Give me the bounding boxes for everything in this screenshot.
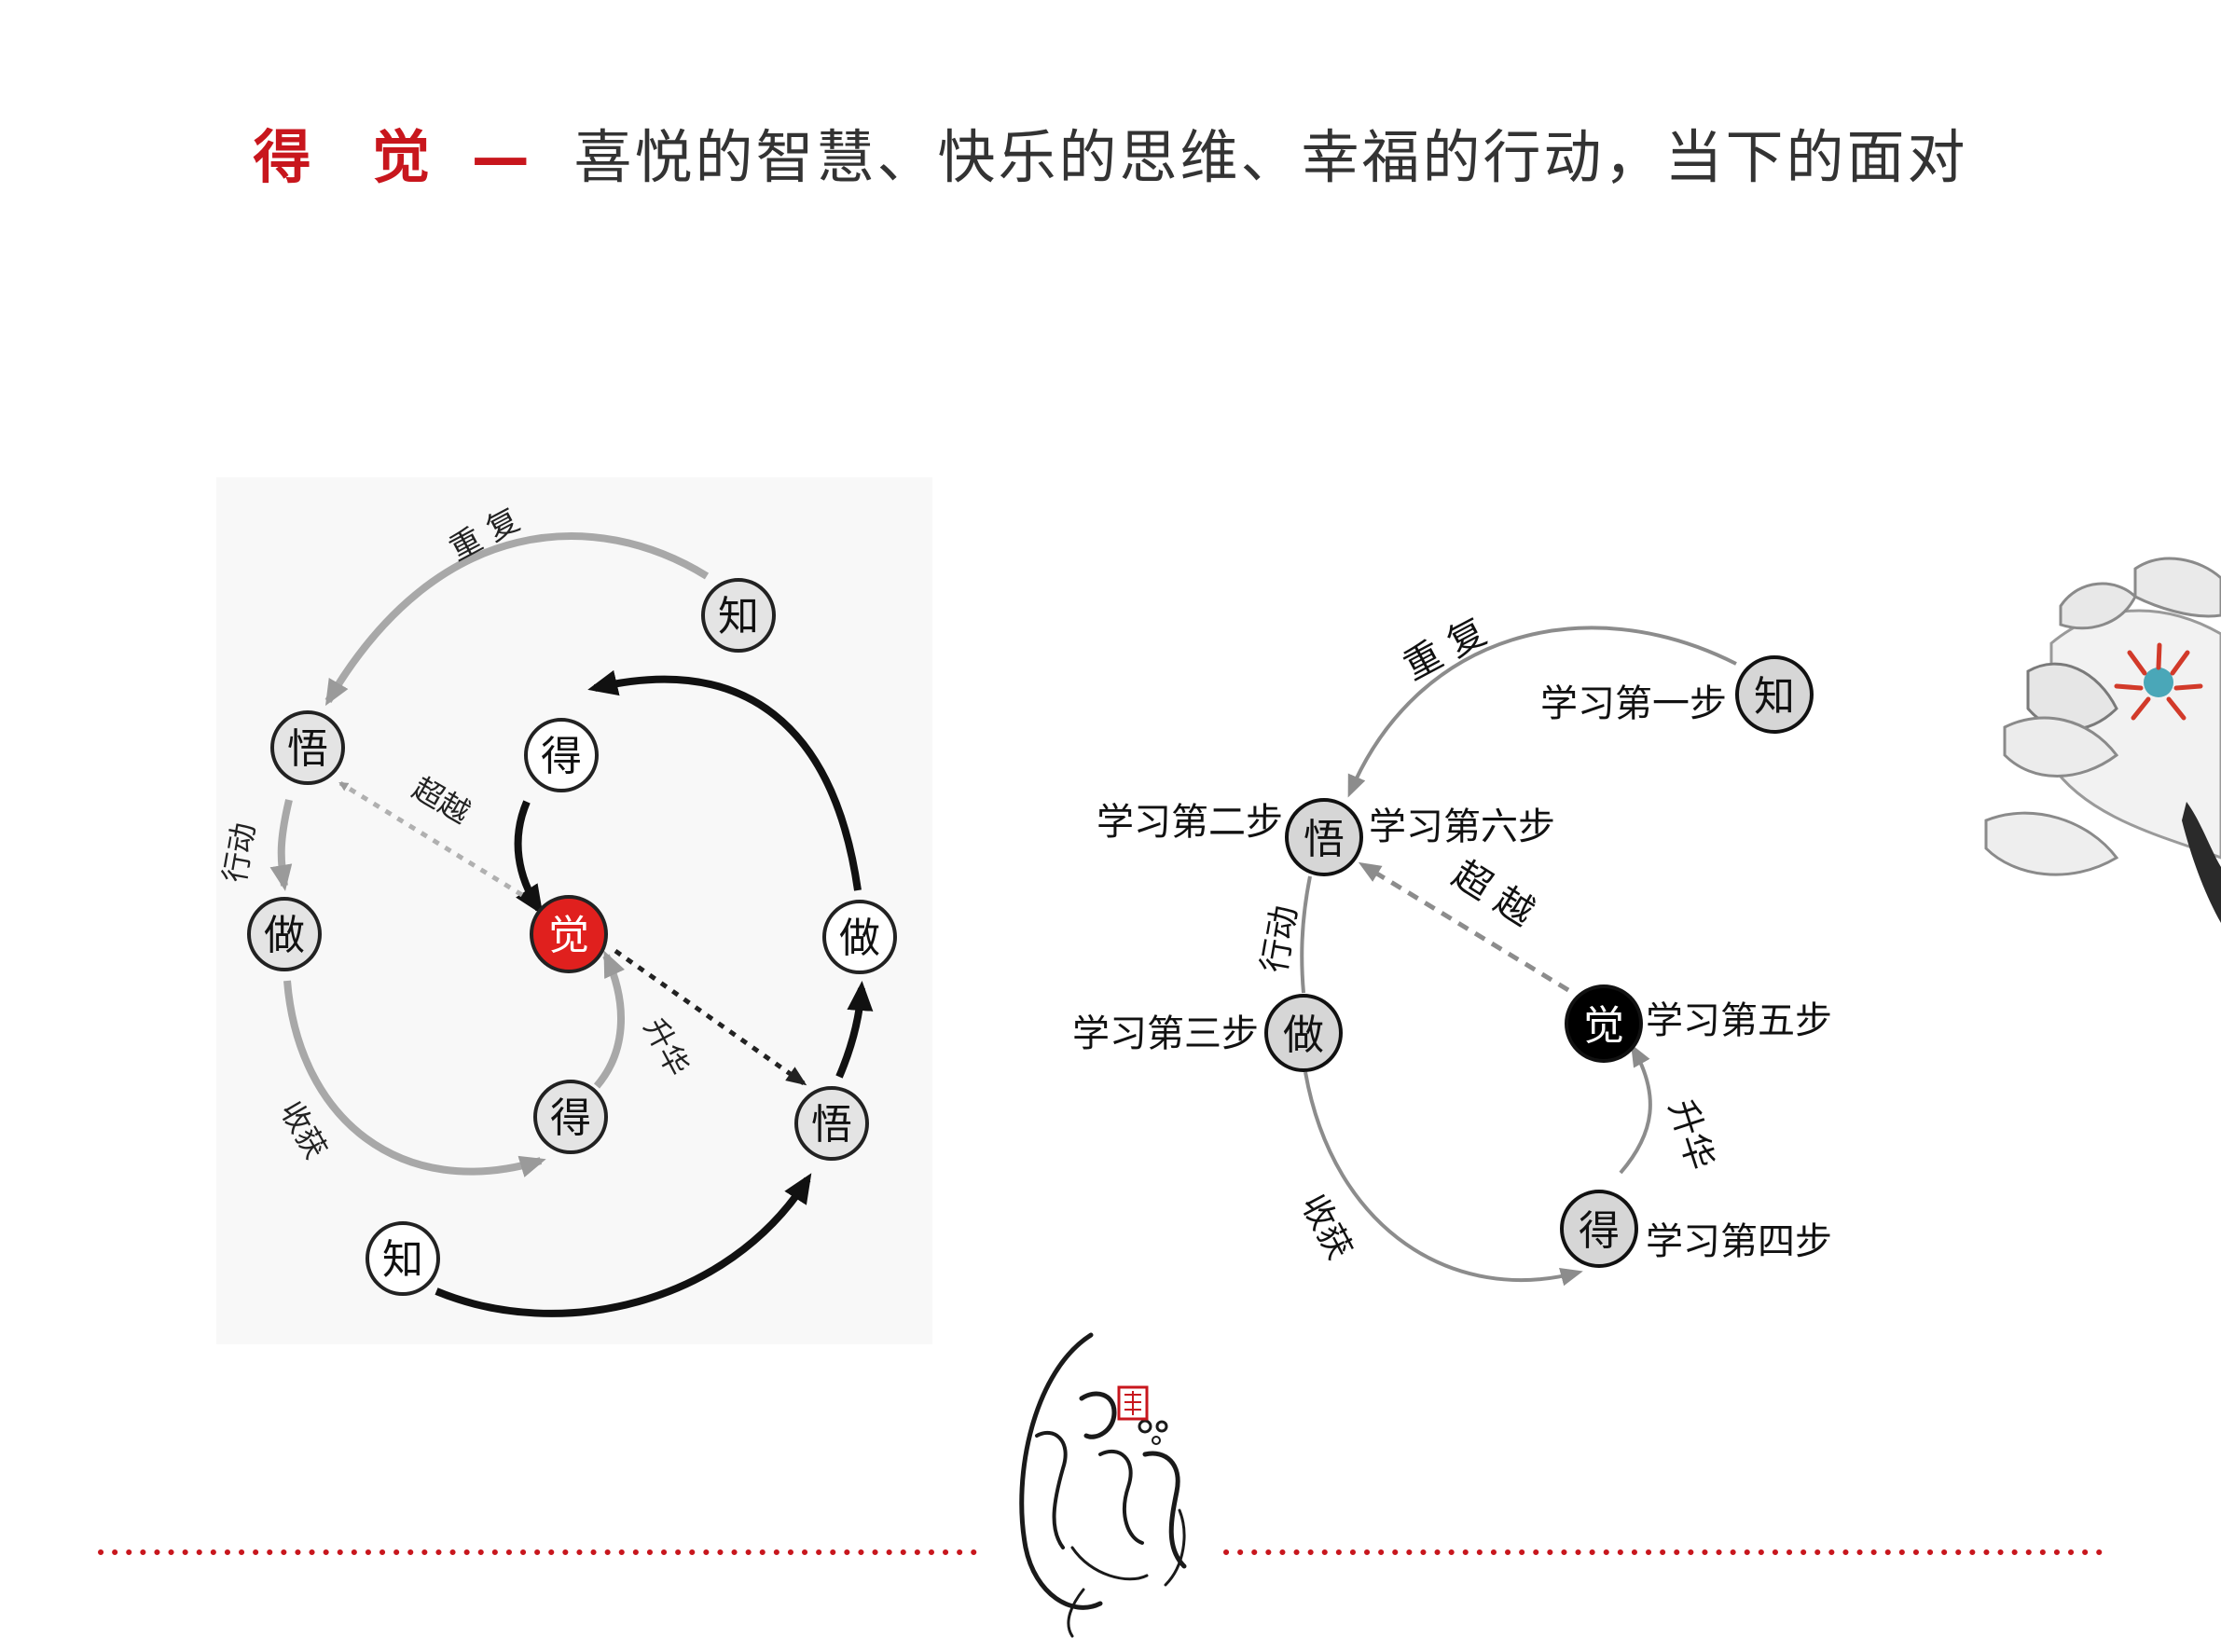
svg-text:得: 得 [1579,1207,1620,1255]
left-node-wu-left: 悟 [270,710,345,785]
right-arc-action [1300,875,1312,994]
right-cycle-diagram: 知 悟 做 觉 得 学习第一步 学习第二步 学习第六步 学习第三步 学习第五步 … [1072,611,1832,1287]
right-step2-label: 学习第二步 [1097,801,1283,844]
svg-text:觉: 觉 [1583,1002,1624,1050]
svg-text:悟: 悟 [811,1101,852,1149]
right-label-reap: 收获 [1293,1189,1359,1266]
left-arc-bottom-know-to-wu [435,1173,812,1317]
right-label-repeat: 重 复 [1397,611,1493,689]
left-label-repeat: 重 复 [443,502,525,569]
left-cycle-diagram: 知 悟 做 得 觉 做 得 悟 [216,502,897,1317]
left-arc-action [269,799,293,891]
right-step5-label: 学习第五步 [1646,999,1832,1042]
svg-text:做: 做 [839,915,880,962]
svg-text:做: 做 [1283,1012,1324,1059]
left-dotted-sublimate [614,948,807,1086]
left-label-transcend: 超越 [407,770,476,831]
right-label-action: 行动 [1255,903,1304,976]
left-node-know-top: 知 [701,578,776,653]
svg-text:得: 得 [541,733,582,780]
left-node-de-inner: 得 [533,1080,608,1154]
right-arc-repeat [1347,626,1737,798]
left-node-know-bottom: 知 [366,1221,440,1296]
right-node-know: 知 [1735,655,1814,734]
right-step4-label: 学习第四步 [1646,1220,1832,1263]
svg-text:知: 知 [382,1236,423,1284]
title-dash: — [471,123,532,191]
svg-text:得: 得 [550,1094,591,1142]
left-label-sublimate: 升华 [637,1012,697,1081]
left-node-wu-right: 悟 [794,1086,869,1161]
right-label-sublimate: 升华 [1661,1094,1721,1175]
svg-text:悟: 悟 [1304,816,1345,863]
red-seal-marks [1124,1391,1141,1415]
svg-text:做: 做 [264,912,305,959]
right-dotted-transcend [1358,861,1570,993]
svg-text:知: 知 [1754,673,1795,721]
page-title: 得 觉 — 喜悦的智慧、快乐的思维、幸福的行动，当下的面对 [0,110,2221,194]
svg-text:知: 知 [718,593,759,640]
left-arc-de-to-jue [514,800,544,915]
left-label-reap: 收获 [273,1095,334,1164]
svg-text:悟: 悟 [287,725,328,773]
brand-name: 得 觉 [253,123,451,191]
right-node-de: 得 [1560,1190,1638,1268]
right-step1-label: 学习第一步 [1540,682,1727,725]
calligraphy-logo [1019,1332,1187,1638]
right-step6-label: 学习第六步 [1369,805,1555,848]
left-node-jue-center: 觉 [530,895,608,973]
svg-text:觉: 觉 [548,912,589,959]
lotus-flower-illustration [1984,557,2221,923]
left-node-zuo-right: 做 [822,900,897,974]
right-arc-sublimate [1619,1043,1652,1175]
left-arc-wu-to-zuo [835,981,874,1079]
left-arc-repeat [324,532,710,707]
left-arc-zuo-to-de [587,669,862,891]
left-node-zuo-left: 做 [247,897,322,971]
left-node-de-top: 得 [524,718,599,792]
right-node-wu: 悟 [1285,798,1363,876]
left-label-action: 行动 [216,820,262,886]
right-arc-reap [1304,1071,1583,1287]
right-node-zuo: 做 [1264,994,1343,1072]
right-step3-label: 学习第三步 [1072,1012,1259,1055]
title-subtitle: 喜悦的智慧、快乐的思维、幸福的行动，当下的面对 [573,123,1968,191]
left-arc-reap [283,980,546,1177]
left-arc-sublimate [593,950,626,1089]
right-node-jue: 觉 [1565,984,1643,1063]
